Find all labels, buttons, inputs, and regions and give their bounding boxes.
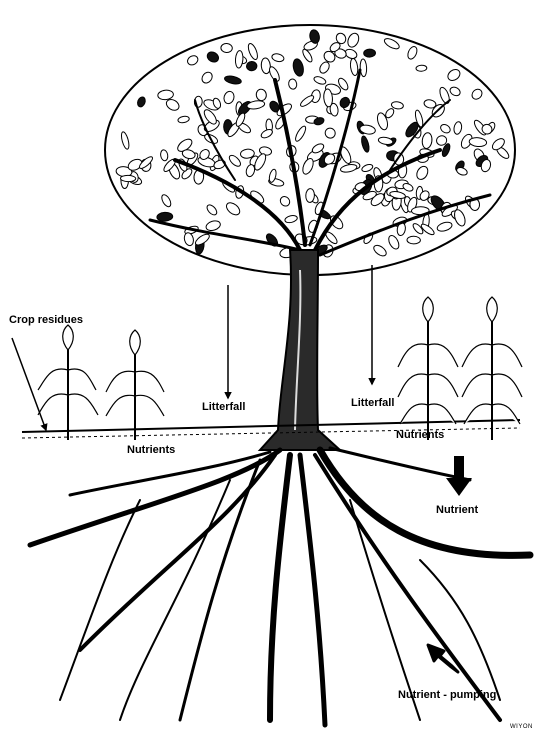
leaf bbox=[407, 236, 421, 244]
tree-trunk bbox=[260, 250, 340, 450]
label-nutrients-left: Nutrients bbox=[127, 444, 175, 456]
artist-signature: WIYON bbox=[510, 724, 533, 730]
leaf bbox=[364, 49, 376, 57]
label-nutrient: Nutrient bbox=[436, 504, 478, 516]
crop-plant-left-1 bbox=[38, 325, 98, 440]
leaf bbox=[305, 188, 314, 202]
crop-residues-arrow bbox=[12, 338, 46, 430]
label-litterfall-right: Litterfall bbox=[351, 397, 394, 409]
leaf bbox=[246, 61, 257, 71]
leaf bbox=[416, 65, 427, 72]
crop-plant-left-2 bbox=[106, 330, 164, 440]
label-nutrients-right: Nutrients bbox=[396, 429, 444, 441]
ground-surface bbox=[22, 420, 520, 438]
tree-canopy bbox=[105, 25, 515, 275]
crop-plant-right-2 bbox=[462, 297, 522, 440]
leaf bbox=[120, 175, 135, 181]
label-litterfall-left: Litterfall bbox=[202, 401, 245, 413]
label-nutrient-pumping: Nutrient - pumping bbox=[398, 689, 496, 701]
leaf bbox=[221, 43, 233, 53]
crop-plant-right-1 bbox=[398, 297, 458, 440]
label-crop-residues: Crop residues bbox=[9, 314, 83, 326]
